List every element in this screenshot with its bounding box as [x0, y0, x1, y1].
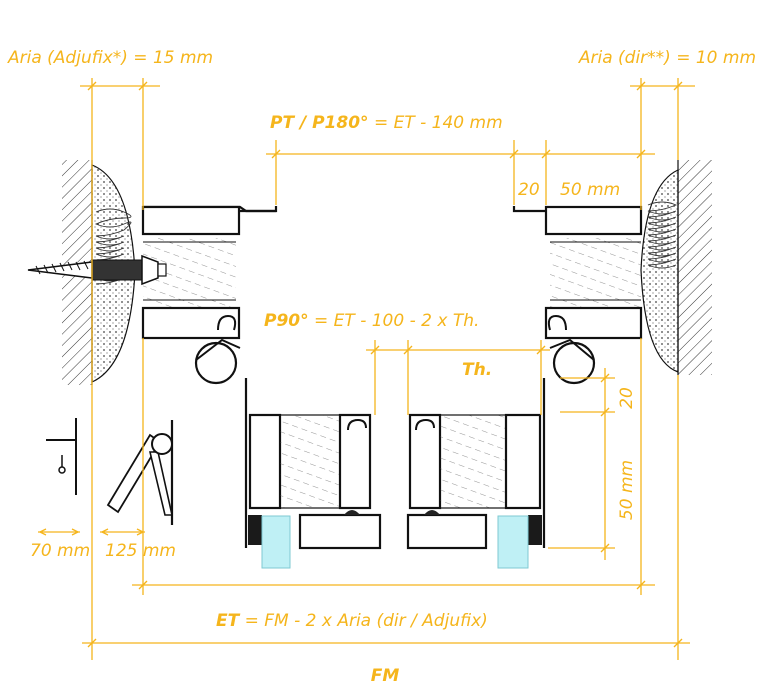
hinge-125-icon [106, 420, 174, 525]
hinge-70-icon [46, 418, 77, 495]
aria-dir-label: Aria (dir**) = 10 mm [578, 48, 756, 68]
dim-125-label: 125 mm [105, 541, 176, 561]
et-label-bold: ET [216, 611, 241, 631]
pt-label-bold: PT / P180° [270, 113, 369, 133]
right-door-leaf [406, 378, 546, 569]
right-insulation [647, 201, 678, 269]
fm-label: FM [371, 666, 400, 686]
dim-50-top: 50 mm [560, 180, 620, 200]
aria-adjufix-label: Aria (Adjufix*) = 15 mm [7, 48, 213, 68]
pt-formula-label: PT / P180° = ET - 140 mm [270, 113, 503, 133]
dimension-lines [38, 78, 695, 660]
p90-label-rest: = ET - 100 - 2 x Th. [309, 311, 480, 331]
th-label: Th. [462, 360, 492, 380]
dim-70-label: 70 mm [30, 541, 90, 561]
dim-20-top: 20 [518, 180, 540, 200]
right-wall [640, 160, 712, 375]
et-label-rest: = FM - 2 x Aria (dir / Adjufix) [239, 611, 488, 631]
dim-50-right: 50 mm [617, 460, 637, 520]
screw-icon [27, 254, 167, 286]
left-frame [141, 205, 278, 385]
right-frame [512, 205, 643, 385]
et-formula-label: ET = FM - 2 x Aria (dir / Adjufix) [216, 611, 488, 631]
pt-label-rest: = ET - 140 mm [369, 113, 503, 133]
p90-label-bold: P90° [264, 311, 309, 331]
left-door-leaf [244, 378, 382, 569]
p90-formula-label: P90° = ET - 100 - 2 x Th. [264, 311, 479, 331]
dim-20-right: 20 [617, 387, 637, 409]
